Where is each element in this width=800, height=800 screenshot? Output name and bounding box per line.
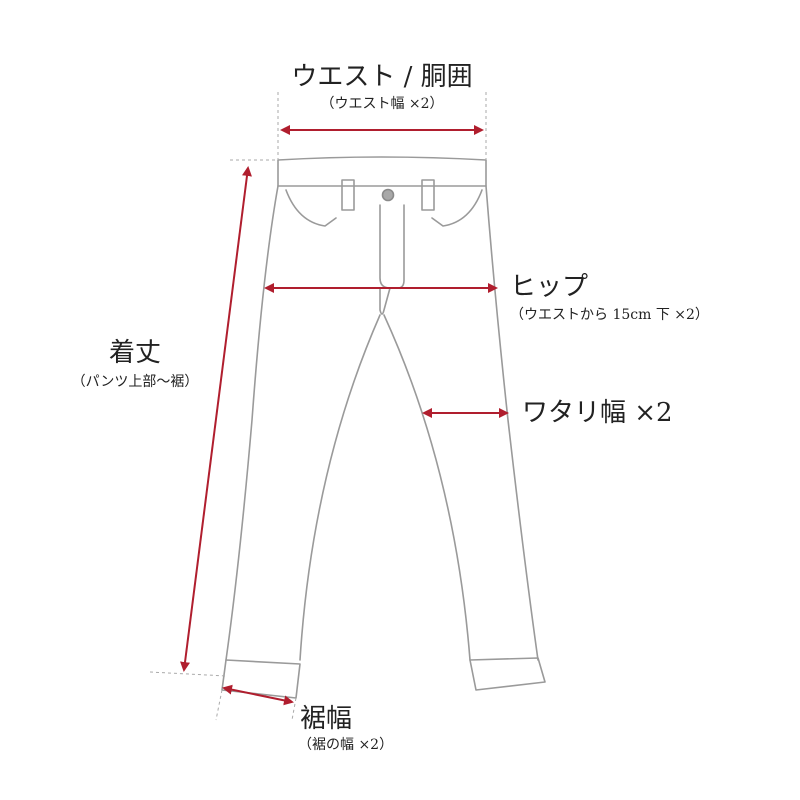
right-outer-seam [485, 185, 539, 661]
bottom-guide [149, 671, 227, 677]
hem-guide-left [215, 689, 223, 721]
hem-arrow [222, 684, 294, 706]
measurement-arrows [180, 125, 509, 706]
waist-button [381, 188, 395, 202]
waist-title: ウエスト / 胴囲 [291, 62, 473, 92]
pocket-left [285, 189, 337, 227]
thigh-title: ワタリ幅 ×2 [522, 398, 673, 428]
left-cuff [221, 659, 301, 699]
left-outer-seam [225, 185, 279, 661]
right-cuff [469, 657, 546, 691]
hem-guide-right [291, 697, 297, 721]
right-inner-seam [383, 314, 471, 661]
fly-stitch [379, 204, 405, 289]
pants-outline [221, 156, 546, 699]
belt-loop-right [421, 179, 435, 211]
hip-note: （ウエストから 15cm 下 ×2） [510, 307, 709, 323]
left-inner-seam [299, 314, 381, 661]
waistband [277, 156, 487, 187]
hip-title: ヒップ [510, 272, 589, 302]
length-title: 着丈 [108, 338, 161, 368]
pocket-right [431, 189, 483, 227]
waist-note: （ウエスト幅 ×2） [320, 96, 444, 112]
length-arrow [180, 166, 252, 672]
length-note: （パンツ上部〜裾） [71, 374, 199, 390]
hem-note: （裾の幅 ×2） [298, 737, 394, 753]
belt-loop-left [341, 179, 355, 211]
guide-lines [149, 92, 487, 721]
crotch-curve [379, 287, 391, 315]
hem-title: 裾幅 [300, 704, 353, 734]
